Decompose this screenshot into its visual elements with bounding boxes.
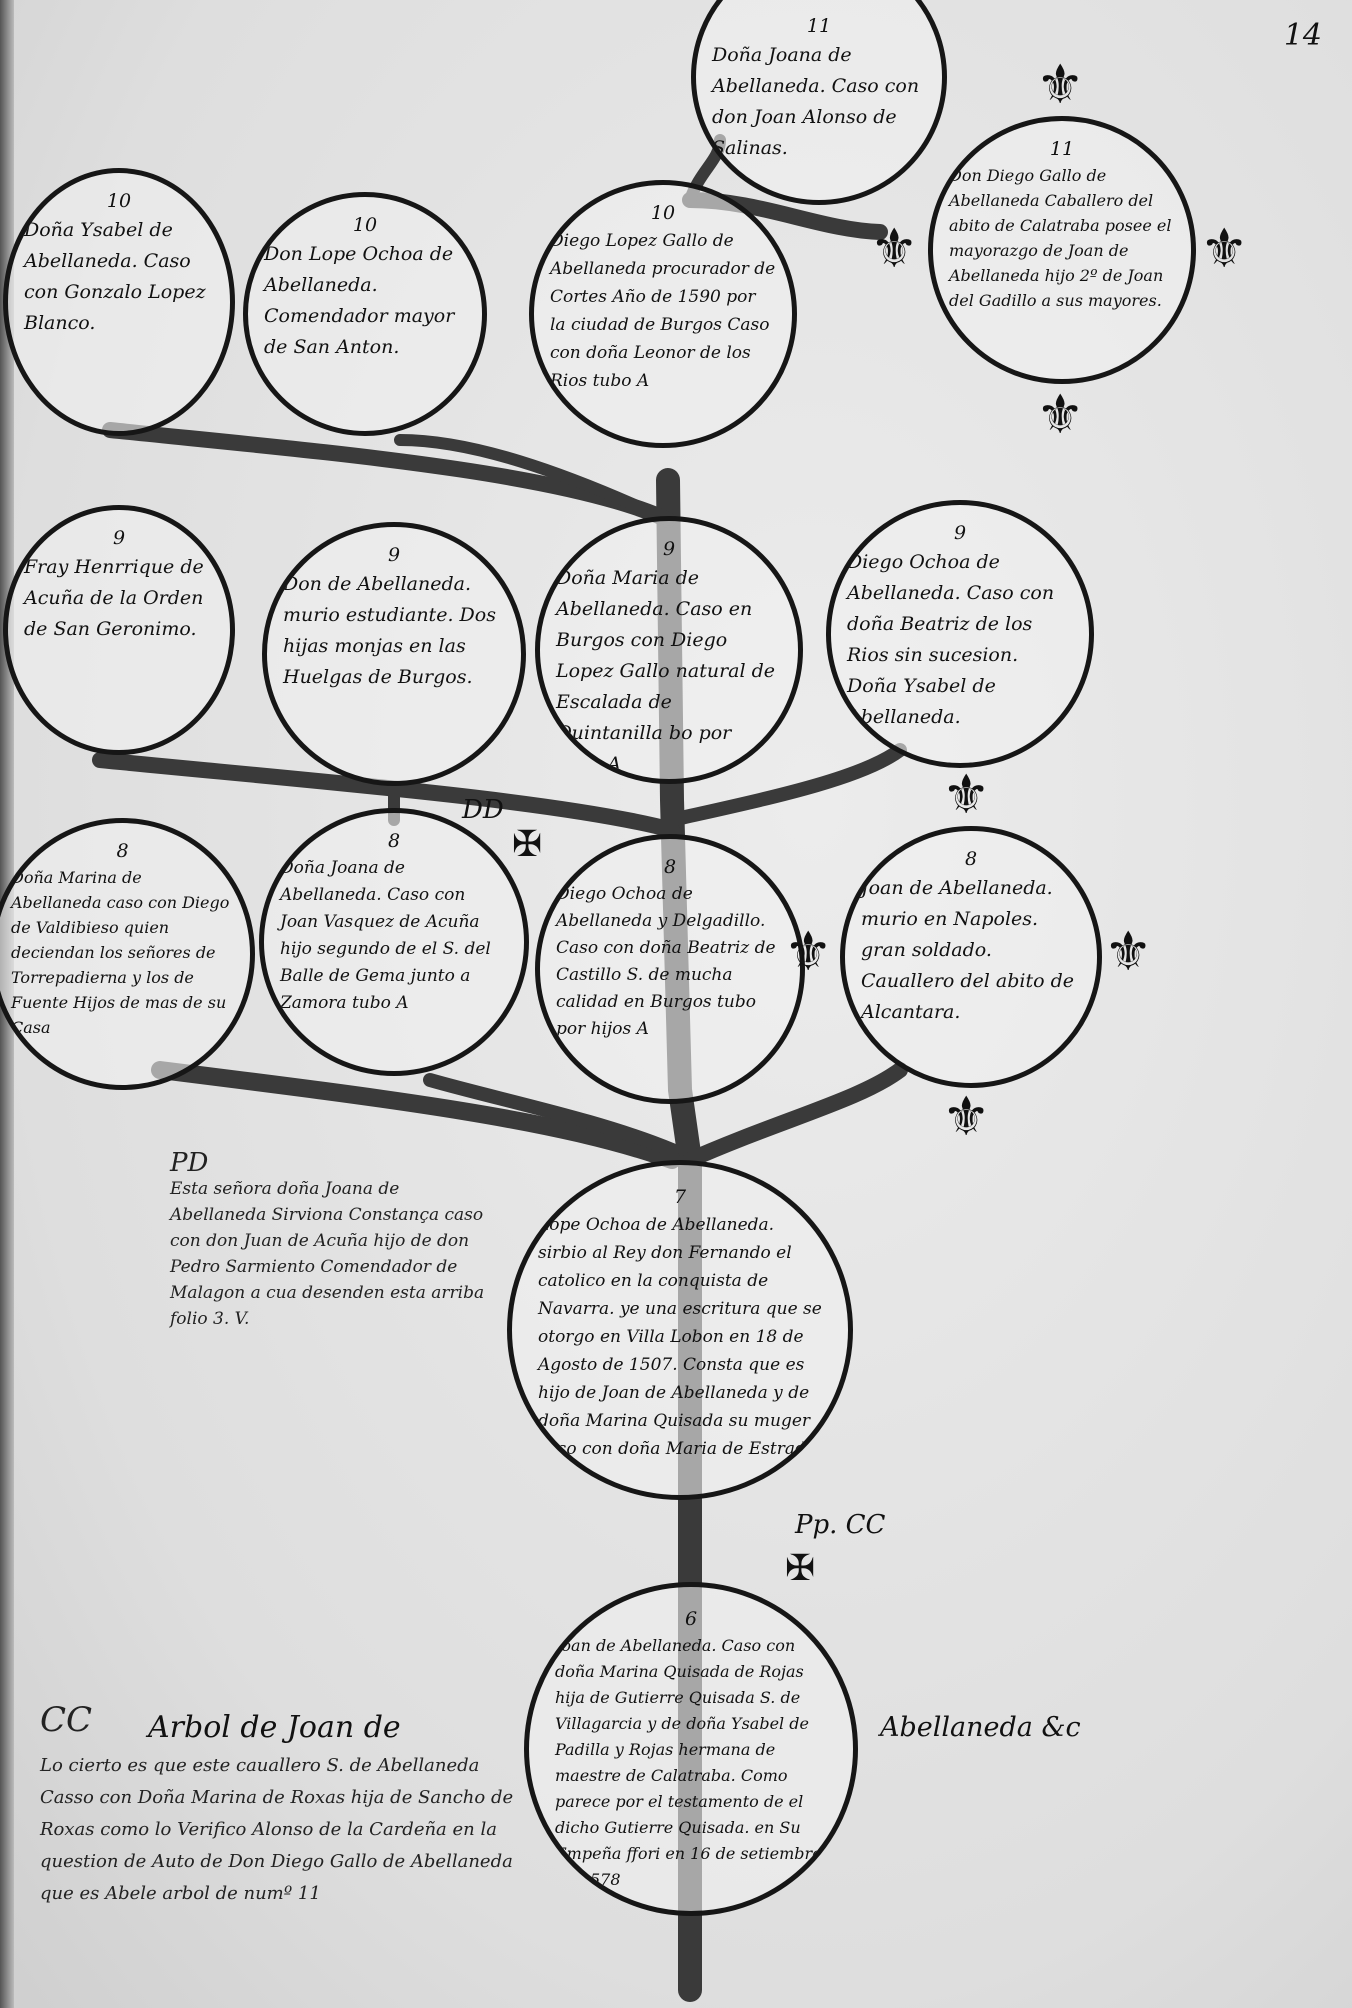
person-circle: 9 Don de Abellaneda. murio estudiante. D… [262,522,526,786]
generation-number: 6 [684,1608,698,1630]
person-text: Doña Joana de Abellaneda. Caso con Joan … [280,858,491,1013]
person-text: Diego Lopez Gallo de Abellaneda procurad… [550,231,776,391]
generation-number: 10 [106,190,132,212]
person-circle: 11 Doña Joana de Abellaneda. Caso con do… [691,0,947,205]
person-text: Doña Marina de Abellaneda caso con Diego… [11,868,230,1037]
generation-number: 8 [387,830,401,852]
mark-cc: Pp. CC [795,1510,886,1540]
generation-number: 11 [1049,138,1075,160]
page-number: 14 [1283,18,1322,53]
branch [665,743,907,827]
person-circle: 8 Diego Ochoa de Abellaneda y Delgadillo… [535,834,805,1104]
person-circle: 9 Fray Henrrique de Acuña de la Orden de… [3,505,235,755]
person-text: Don Lope Ochoa de Abellaneda. Comendador… [264,243,455,358]
mark-dd: DD [462,795,504,825]
person-circle: 10 Don Lope Ochoa de Abellaneda. Comenda… [243,192,487,436]
cross-icon: ✠ [512,824,543,865]
person-circle: 8 Joan de Abellaneda. murio en Napoles. … [840,826,1102,1088]
branch [102,422,676,528]
person-text: Doña Maria de Abellaneda. Caso en Burgos… [556,567,776,775]
person-circle: 7 Lope Ochoa de Abellaneda. sirbio al Re… [507,1160,853,1500]
cross-icon: ✠ [785,1548,816,1589]
person-circle: 10 Doña Ysabel de Abellaneda. Caso con G… [3,168,235,436]
fleur-de-lis-icon: ⚜ [784,920,833,983]
branch [92,752,680,838]
person-text: Fray Henrrique de Acuña de la Orden de S… [24,556,204,640]
fleur-de-lis-icon: ⚜ [1036,53,1085,116]
generation-number: 10 [650,202,676,224]
person-circle: 11 Don Diego Gallo de Abellaneda Caballe… [928,116,1196,384]
person-circle: 9 Doña Maria de Abellaneda. Caso en Burg… [535,516,803,784]
generation-number: 8 [663,856,677,878]
branch [394,434,674,526]
person-text: Don Diego Gallo de Abellaneda Caballero … [949,166,1172,310]
person-text: Joan de Abellaneda. murio en Napoles. gr… [861,877,1074,1023]
tree-title-right: Abellaneda &c [880,1712,1081,1743]
person-text: Diego Ochoa de Abellaneda. Caso con doña… [847,551,1055,728]
generation-number: 10 [352,214,378,236]
person-circle: 8 Doña Marina de Abellaneda caso con Die… [0,818,255,1090]
bottom-note-mark: CC [40,1700,93,1740]
branch [151,1061,681,1169]
generation-number: 8 [964,848,978,870]
side-note-text: Esta señora doña Joana de Abellaneda Sir… [170,1179,485,1329]
person-text: Diego Ochoa de Abellaneda y Delgadillo. … [556,884,776,1039]
branch [423,1073,679,1157]
fleur-de-lis-icon: ⚜ [942,763,991,826]
bottom-note-text: Lo cierto es que este cauallero S. de Ab… [40,1755,514,1904]
person-circle: 10 Diego Lopez Gallo de Abellaneda procu… [529,180,797,448]
generation-number: 7 [673,1186,687,1208]
person-text: Doña Joana de Abellaneda. Caso con don J… [712,44,920,159]
fleur-de-lis-icon: ⚜ [1104,920,1153,983]
person-text: Joan de Abellaneda. Caso con doña Marina… [555,1636,822,1889]
side-note-heading: PD [170,1148,209,1178]
side-note: PD Esta señora doña Joana de Abellaneda … [170,1150,490,1332]
generation-number: 8 [116,840,129,862]
person-circle: 9 Diego Ochoa de Abellaneda. Caso con do… [826,500,1094,768]
generation-number: 9 [387,544,401,566]
person-text: Don de Abellaneda. murio estudiante. Dos… [283,573,496,688]
person-text: Doña Ysabel de Abellaneda. Caso con Gonz… [24,219,206,334]
tree-title-left: Arbol de Joan de [148,1710,401,1745]
bottom-note: CC Lo cierto es que este cauallero S. de… [40,1700,520,1910]
fleur-de-lis-icon: ⚜ [1200,217,1249,280]
fleur-de-lis-icon: ⚜ [870,217,919,280]
person-circle: 6 Joan de Abellaneda. Caso con doña Mari… [524,1582,858,1916]
fleur-de-lis-icon: ⚜ [942,1085,991,1148]
generation-number: 9 [662,538,676,560]
fleur-de-lis-icon: ⚜ [1036,383,1085,446]
person-circle: 8 Doña Joana de Abellaneda. Caso con Joa… [259,808,529,1076]
generation-number: 9 [112,527,126,549]
branch [682,1062,908,1168]
generation-number: 9 [953,522,967,544]
generation-number: 11 [806,15,832,37]
person-text: Lope Ochoa de Abellaneda. sirbio al Rey … [538,1215,822,1487]
